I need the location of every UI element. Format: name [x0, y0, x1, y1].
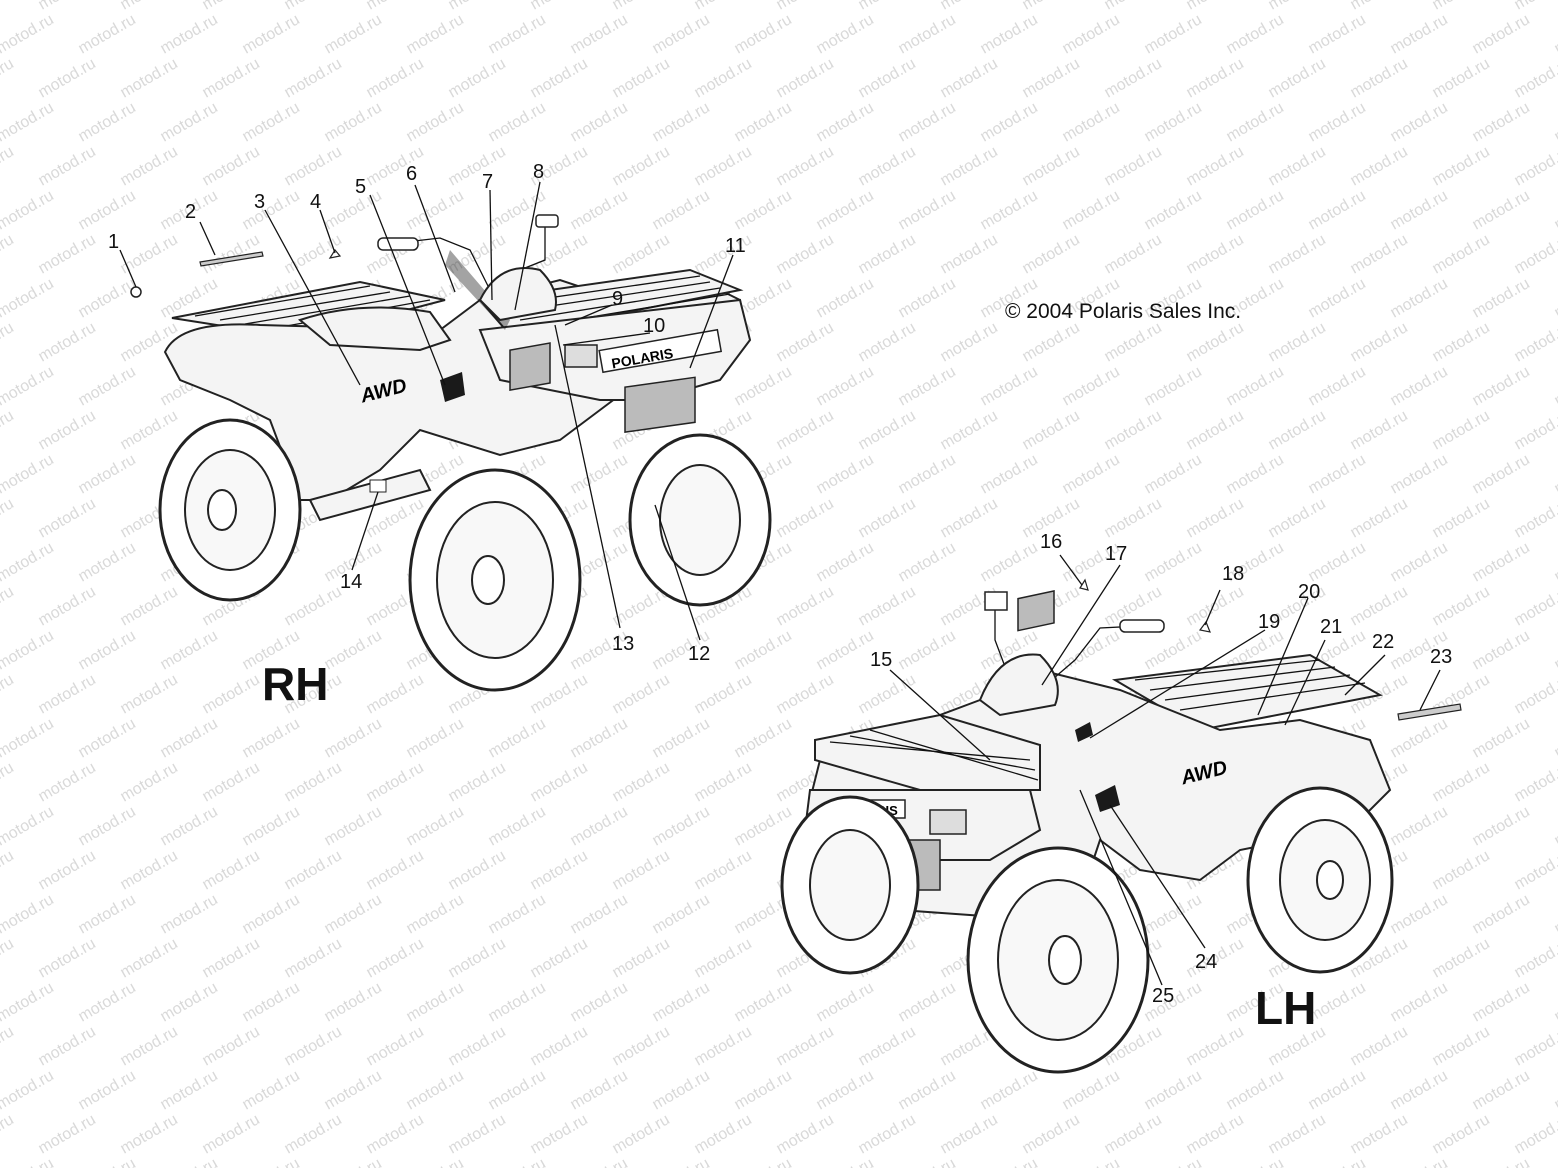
part-23-icon — [1397, 703, 1462, 721]
callout-11: 11 — [725, 235, 746, 257]
part-18-icon — [1198, 620, 1211, 633]
callout-14: 14 — [340, 571, 362, 593]
callout-3: 3 — [254, 191, 265, 213]
callout-2: 2 — [185, 201, 196, 223]
lh-leader-lines — [889, 554, 1441, 986]
wheel-rh-front-right — [628, 433, 772, 607]
callout-1: 1 — [108, 231, 119, 253]
callout-5: 5 — [355, 176, 366, 198]
part-4-icon — [328, 248, 342, 259]
part-16-icon — [1079, 578, 1089, 591]
callout-16: 16 — [1040, 531, 1062, 553]
callout-17: 17 — [1105, 543, 1127, 565]
callout-20: 20 — [1298, 581, 1320, 603]
callout-12: 12 — [688, 643, 710, 665]
callout-22: 22 — [1372, 631, 1394, 653]
view-label-rh: RH — [262, 658, 328, 710]
callout-13: 13 — [612, 633, 634, 655]
callout-7: 7 — [482, 171, 493, 193]
atv-rh-view: POLARIS AWD — [130, 214, 772, 692]
wheel-lh-rear — [1246, 786, 1394, 974]
callout-4: 4 — [310, 191, 321, 213]
view-label-lh: LH — [1255, 982, 1316, 1034]
wheel-lh-front-right — [780, 795, 920, 975]
copyright-notice: © 2004 Polaris Sales Inc. — [1005, 300, 1241, 323]
callout-labels: 1 2 3 4 5 6 7 8 9 10 11 12 13 14 15 16 1… — [108, 161, 1452, 1007]
callout-9: 9 — [612, 288, 623, 310]
part-1-icon — [130, 286, 142, 298]
callout-18: 18 — [1222, 563, 1244, 585]
callout-8: 8 — [533, 161, 544, 183]
callout-6: 6 — [406, 163, 417, 185]
callout-21: 21 — [1320, 616, 1342, 638]
part-2-icon — [199, 251, 264, 267]
callout-19: 19 — [1258, 611, 1280, 633]
wheel-rh-rear-left — [158, 418, 302, 602]
callout-15: 15 — [870, 649, 892, 671]
rh-leader-lines — [119, 181, 734, 641]
callout-25: 25 — [1152, 985, 1174, 1007]
wheel-lh-front-left — [966, 846, 1150, 1074]
callout-23: 23 — [1430, 646, 1452, 668]
callout-10: 10 — [643, 315, 665, 337]
atv-lh-view: POLARIS AWD — [780, 578, 1462, 1074]
wheel-rh-front-left — [408, 468, 582, 692]
callout-24: 24 — [1195, 951, 1217, 973]
